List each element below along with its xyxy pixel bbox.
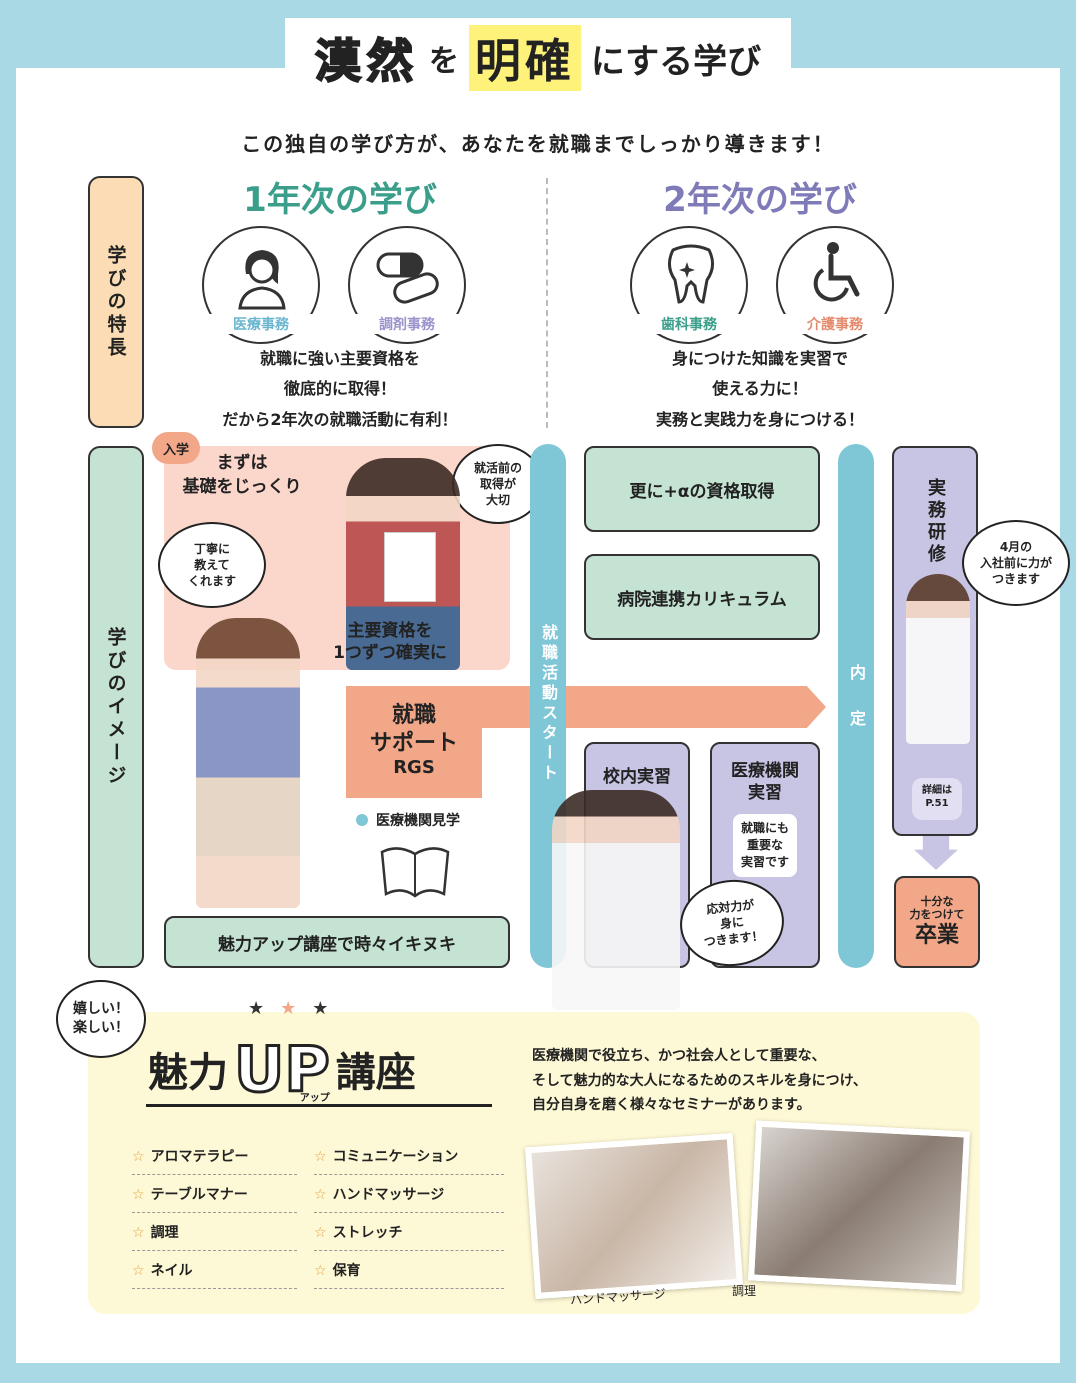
support-box: 就職 サポート RGS (346, 686, 482, 798)
hospital-curriculum-box: 病院連携カリキュラム (584, 554, 820, 640)
header-title: 漠然 を 明確 にする学び (0, 18, 1076, 98)
features-side-label: 学びの特長 (88, 176, 144, 428)
seminar-table-manner: ☆テーブルマナー (132, 1184, 297, 1213)
visit-dot (356, 814, 368, 826)
nurses-photo (552, 790, 680, 1010)
detail-badge: 詳細は P.51 (912, 778, 962, 820)
photo-cooking (747, 1120, 971, 1292)
year2-course1-circle: 歯科事務 (630, 226, 748, 344)
title-stars: ★★★ (248, 998, 345, 1019)
seminar-cooking: ☆調理 (132, 1222, 297, 1251)
hospital-visit: 医療機関見学 (356, 810, 460, 830)
year-divider (546, 178, 548, 428)
charm-up-description: 医療機関で役立ち、かつ社会人として重要な、 そして魅力的な大人になるためのスキル… (532, 1048, 867, 1113)
seminar-stretch: ☆ストレッチ (314, 1222, 504, 1251)
title-up-wrap: UP アップ (233, 1033, 332, 1107)
year1-course1-circle: 医療事務 (202, 226, 320, 344)
star-icon: ☆ (314, 1149, 327, 1165)
course-dental: 歯科事務 (632, 314, 746, 334)
star-icon: ☆ (132, 1187, 145, 1203)
title-vague: 漠然 (314, 33, 419, 89)
seminar-childcare: ☆保育 (314, 1260, 504, 1289)
charm-up-box: 魅力アップ講座で時々イキヌキ (164, 916, 510, 968)
year2-description: 身につけた知識を実習で 使える力に！ 実務と実践力を身につける！ (655, 349, 864, 429)
basics-text: まずは 基礎をじっくり (182, 453, 302, 497)
title-underline (146, 1104, 492, 1107)
graduation-box: 十分な 力をつけて 卒業 (894, 876, 980, 968)
course-care: 介護事務 (778, 314, 892, 334)
job-start-text: 就職活動スタート (539, 624, 558, 784)
practical-nurse-photo (906, 574, 970, 744)
wheelchair-icon (813, 242, 860, 302)
star-icon: ☆ (132, 1263, 145, 1279)
student-pointing-photo (196, 618, 300, 908)
training-note: 就職にも 重要な 実習です (732, 814, 797, 877)
seminar-communication: ☆コミュニケーション (314, 1146, 504, 1175)
receptionist-icon (238, 250, 286, 310)
extra-qual-box: 更に+αの資格取得 (584, 446, 820, 532)
star-icon: ☆ (132, 1225, 145, 1241)
title-clear: 明確 (468, 25, 581, 91)
tooth-icon (668, 244, 714, 304)
course-medical: 医療事務 (204, 314, 318, 334)
year2-title: 2年次の学び (663, 180, 857, 220)
title-wo: を (428, 44, 459, 79)
year2-course2-circle: 介護事務 (776, 226, 894, 344)
naitei-text: 内定 (847, 664, 866, 756)
star-icon: ☆ (314, 1225, 327, 1241)
year1-description: 就職に強い主要資格を 徹底的に取得！ だから2年次の就職活動に有利！ (222, 349, 458, 429)
bubble-polite: 丁寧に教えてくれます (158, 522, 266, 608)
star-icon: ☆ (314, 1187, 327, 1203)
star-icon: ☆ (314, 1263, 327, 1279)
book-icon (380, 847, 450, 898)
bubble-happy: 嬉しい！楽しい！ (56, 980, 146, 1058)
entry-tag: 入学 (152, 432, 200, 464)
charm-up-title: 魅力 UP アップ 講座 (148, 1033, 416, 1107)
bubble-april: 4月の入社前に力がつきます (962, 520, 1070, 606)
star-icon: ☆ (132, 1149, 145, 1165)
photo-hand-massage (524, 1132, 744, 1300)
main-quals-text: 主要資格を 1つずつ確実に (333, 621, 447, 664)
image-side-label: 学びのイメージ (88, 446, 144, 968)
certificate (384, 532, 436, 602)
seminar-hand-massage: ☆ハンドマッサージ (314, 1184, 504, 1213)
subtitle: この独自の学び方が、あなたを就職までしっかり導きます！ (241, 132, 835, 156)
title-learning: にする学び (590, 41, 762, 82)
course-dispensing: 調剤事務 (350, 314, 464, 334)
seminar-nail: ☆ネイル (132, 1260, 297, 1289)
seminar-aroma: ☆アロマテラピー (132, 1146, 297, 1175)
photo-cooking-caption: 調理 (732, 1284, 757, 1298)
year1-title: 1年次の学び (243, 180, 437, 220)
pill-icon (376, 252, 439, 304)
year1-course2-circle: 調剤事務 (348, 226, 466, 344)
naitei-bar (838, 444, 874, 968)
